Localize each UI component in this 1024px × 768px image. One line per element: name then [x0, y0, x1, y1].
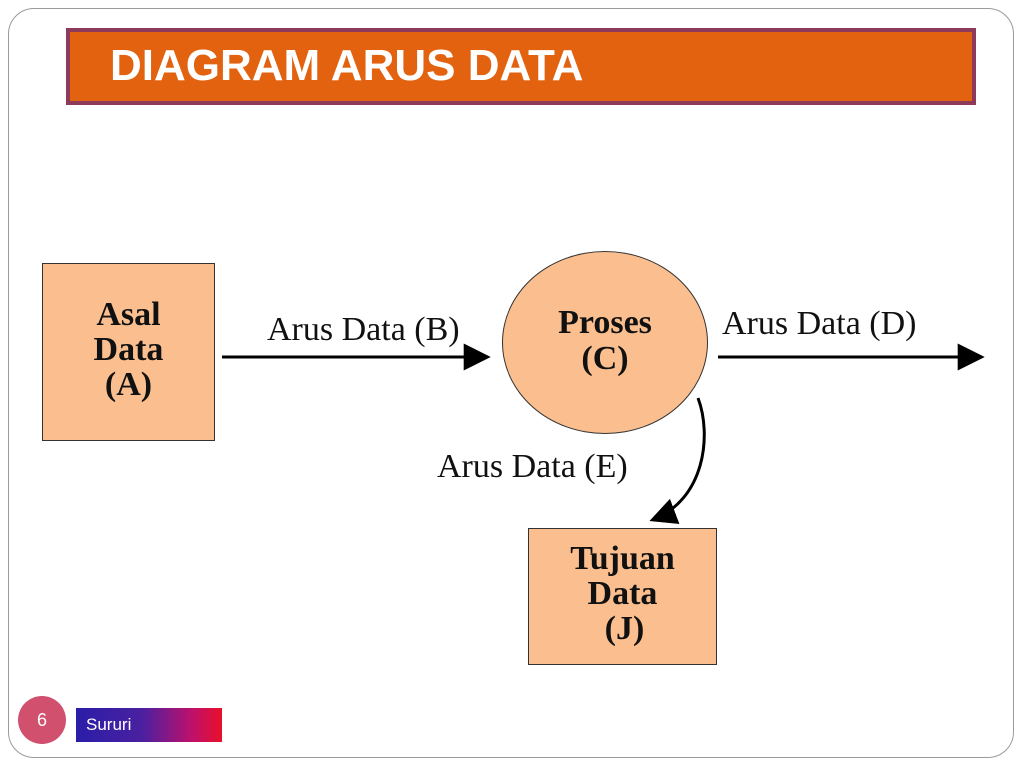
- destination-line-1: Tujuan: [570, 540, 675, 577]
- destination-line-2: Data: [587, 575, 658, 612]
- flow-label-d: Arus Data (D): [722, 305, 917, 342]
- destination-line-3: (J): [604, 610, 645, 647]
- flow-label-b: Arus Data (B): [267, 311, 460, 348]
- source-entity-box: Asal Data (A): [42, 263, 215, 441]
- title-bar: DIAGRAM ARUS DATA: [66, 28, 976, 105]
- source-line-3: (A): [104, 366, 153, 403]
- author-name: Sururi: [86, 715, 132, 734]
- author-band: Sururi: [76, 708, 222, 742]
- source-line-2: Data: [93, 331, 164, 368]
- page-number: 6: [36, 709, 47, 730]
- process-line-1: Proses: [558, 304, 652, 341]
- flow-label-e: Arus Data (E): [437, 448, 628, 485]
- process-line-2: (C): [581, 340, 629, 377]
- flow-arrow-e: [649, 397, 706, 525]
- page-number-badge: 6: [18, 696, 66, 744]
- destination-entity-box: Tujuan Data (J): [528, 528, 717, 665]
- source-line-1: Asal: [96, 296, 161, 333]
- process-circle: Proses (C): [502, 251, 708, 434]
- slide-title: DIAGRAM ARUS DATA: [110, 41, 584, 90]
